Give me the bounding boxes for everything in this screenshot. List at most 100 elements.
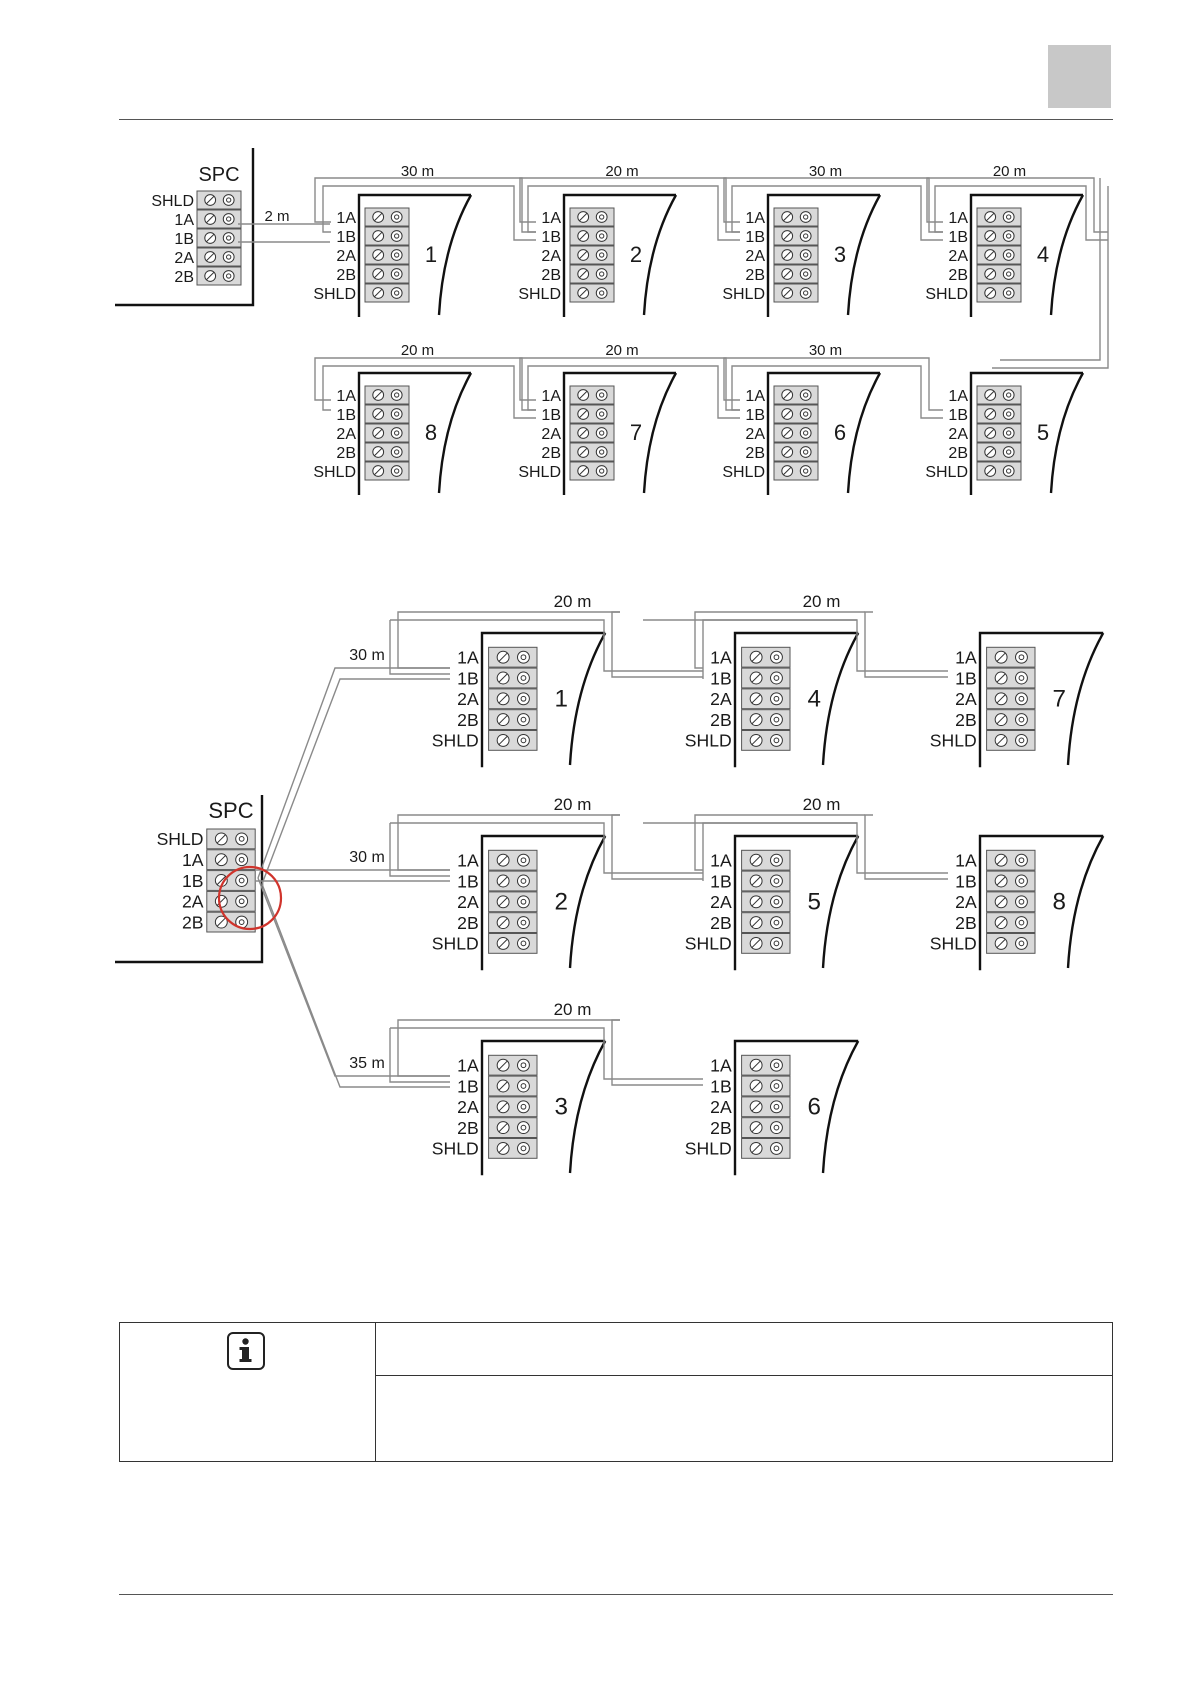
note-icon-cell — [120, 1323, 376, 1461]
terminal-label: 2B — [710, 710, 732, 730]
wire — [390, 822, 703, 874]
screw-slot — [996, 918, 1006, 928]
terminal-label: 2A — [336, 248, 356, 265]
spc-label: SPC — [208, 798, 253, 823]
wire — [731, 365, 943, 419]
terminal-label: SHLD — [432, 1139, 479, 1159]
terminal-contact-center — [803, 252, 809, 258]
module-number: 1 — [554, 686, 567, 713]
terminal-contact-icon — [235, 832, 249, 846]
terminal-contact-icon — [517, 853, 530, 867]
terminal-label: 1A — [710, 851, 732, 871]
screw-slot — [498, 897, 508, 907]
wire — [694, 611, 865, 669]
screw-slot — [579, 288, 588, 298]
terminal-contact-icon — [770, 1121, 783, 1135]
terminal-contact-icon — [222, 232, 235, 244]
terminal-contact-center — [520, 1062, 527, 1069]
terminal-contact-center — [599, 252, 605, 258]
module-number: 5 — [1037, 420, 1049, 445]
module-number: 3 — [554, 1094, 567, 1121]
terminal-contact-icon — [1015, 692, 1028, 706]
terminal-contact-center — [394, 252, 400, 258]
module-number: 8 — [1052, 889, 1065, 916]
spc-terminal-label: 1B — [174, 231, 194, 248]
screw-slot — [751, 876, 761, 886]
module-enclosure-curve — [437, 194, 473, 316]
screw-slot — [996, 938, 1006, 948]
terminal-label: 2B — [336, 445, 356, 462]
terminal-contact-center — [520, 857, 527, 864]
module-enclosure — [357, 193, 471, 317]
screw-slot — [783, 269, 792, 279]
wire — [611, 814, 703, 880]
wire — [389, 823, 450, 877]
terminal-label: 2A — [541, 248, 561, 265]
terminal-contact-center — [803, 233, 809, 239]
terminal-contact-center — [394, 430, 400, 436]
page-marker-box — [1048, 45, 1111, 108]
screw-slot — [783, 409, 792, 419]
terminal-contact-icon — [390, 465, 403, 477]
module-enclosure-curve — [1049, 372, 1085, 494]
terminal-contact-icon — [517, 936, 530, 950]
distance-label: 35 m — [349, 1055, 385, 1072]
module-number: 2 — [554, 889, 567, 916]
module-number: 6 — [807, 1094, 820, 1121]
terminal-contact-icon — [770, 936, 783, 950]
spc-terminal-label: 2B — [182, 912, 204, 932]
terminal-contact-icon — [390, 230, 403, 242]
screw-slot — [498, 1102, 508, 1112]
screw-slot — [751, 855, 761, 865]
terminal-contact-center — [1006, 430, 1012, 436]
screw-slot — [751, 652, 761, 662]
terminal-contact-center — [1018, 675, 1025, 681]
wire — [702, 619, 857, 679]
terminal-contact-center — [226, 197, 232, 203]
screw-slot — [498, 1123, 508, 1133]
terminal-contact-icon — [1015, 733, 1028, 747]
terminal-label: 2A — [541, 426, 561, 443]
wire — [261, 883, 450, 1088]
terminal-contact-icon — [799, 389, 812, 401]
screw-slot — [996, 673, 1006, 683]
terminal-contact-center — [599, 468, 605, 474]
terminal-contact-center — [1018, 857, 1025, 864]
spc-enclosure — [115, 148, 255, 307]
terminal-label: 1A — [336, 388, 356, 405]
screw-slot — [751, 735, 761, 745]
wire — [397, 1019, 620, 1077]
module-enclosure — [978, 834, 1104, 971]
screw-slot — [783, 466, 792, 476]
screw-slot — [986, 269, 995, 279]
terminal-contact-center — [773, 675, 780, 681]
terminal-contact-icon — [1002, 211, 1015, 223]
screw-slot — [986, 288, 995, 298]
terminal-contact-icon — [390, 446, 403, 458]
screw-slot — [986, 250, 995, 260]
screw-slot — [498, 735, 508, 745]
module-enclosure-curve — [821, 632, 860, 766]
screw-slot — [374, 428, 383, 438]
terminal-label: 2B — [745, 445, 765, 462]
terminal-contact-center — [773, 857, 780, 864]
wire — [926, 177, 1108, 233]
terminal-label: SHLD — [930, 731, 977, 751]
wire — [527, 185, 740, 241]
distance-label: 20 m — [605, 163, 638, 180]
screw-slot — [579, 409, 588, 419]
wire — [322, 365, 536, 419]
terminal-contact-icon — [799, 427, 812, 439]
terminal-contact-center — [520, 695, 527, 702]
terminal-contact-icon — [1015, 936, 1028, 950]
terminal-label: 1A — [457, 1056, 479, 1076]
wire — [257, 877, 450, 1077]
wire — [643, 619, 948, 672]
wire — [314, 177, 536, 233]
wire — [389, 620, 450, 675]
wire — [611, 1019, 703, 1086]
terminal-contact-icon — [222, 251, 235, 263]
terminal-contact-center — [238, 898, 245, 905]
terminal-contact-icon — [799, 268, 812, 280]
terminal-contact-icon — [799, 446, 812, 458]
